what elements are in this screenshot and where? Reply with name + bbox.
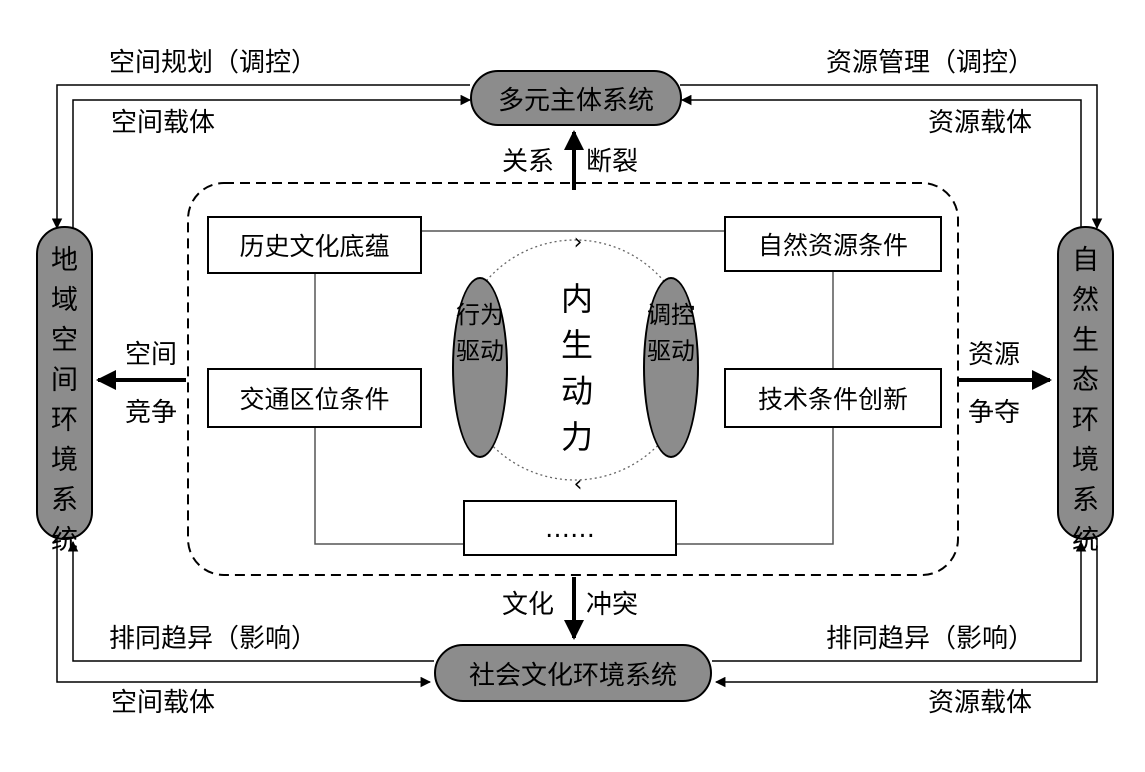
- factor-location: 交通区位条件: [207, 368, 422, 428]
- factor-more: ……: [463, 500, 677, 556]
- flow-line-bl-outer: [56, 538, 432, 688]
- label-br-inner: 排同趋异（影响）: [826, 624, 1035, 654]
- label-br-outer: 资源载体: [928, 688, 1033, 718]
- factor-tech-label: 技术条件创新: [757, 385, 908, 414]
- core-driving-force: 内生动力: [560, 280, 593, 456]
- label-down-left: 文化: [502, 590, 555, 620]
- bottom-system-node: 社会文化环境系统: [434, 644, 712, 702]
- factor-tech: 技术条件创新: [724, 368, 942, 428]
- label-up-right: 断裂: [586, 147, 639, 177]
- right-system-node: 自然生态环境系统: [1057, 226, 1114, 556]
- factor-location-label: 交通区位条件: [239, 385, 390, 414]
- label-right-top: 资源: [968, 340, 1021, 370]
- label-tl-inner: 空间载体: [111, 108, 216, 138]
- flow-line-tl-outer: [51, 84, 470, 230]
- factor-history-label: 历史文化底蕴: [239, 232, 390, 261]
- label-bl-inner: 排同趋异（影响）: [109, 624, 318, 654]
- right-system-label: 自然生态环境系统: [1072, 245, 1099, 556]
- factor-nature-label: 自然资源条件: [757, 231, 908, 260]
- svg-text:‹: ‹: [574, 472, 583, 497]
- behavior-driver-ellipse: 行为驱动: [452, 277, 508, 458]
- label-tr-inner: 资源载体: [928, 108, 1033, 138]
- label-left-top: 空间: [125, 340, 178, 370]
- flow-line-tl-inner: [72, 94, 472, 232]
- regulation-driver-ellipse: 调控驱动: [643, 277, 699, 458]
- left-system-label: 地域空间环境系统: [51, 245, 78, 556]
- label-tl-outer: 空间规划（调控）: [109, 48, 318, 78]
- svg-text:›: ›: [574, 230, 583, 255]
- flow-line-br-outer: [714, 538, 1098, 688]
- top-system-label: 多元主体系统: [497, 85, 654, 116]
- flow-line-br-inner: [712, 540, 1087, 662]
- label-left-bottom: 竞争: [125, 398, 178, 428]
- regulation-driver-label: 调控驱动: [647, 301, 695, 365]
- left-system-node: 地域空间环境系统: [36, 226, 93, 556]
- flow-line-tr-inner: [680, 94, 1082, 232]
- behavior-driver-label: 行为驱动: [456, 301, 504, 365]
- label-up-left: 关系: [502, 147, 555, 177]
- flow-line-bl-inner: [67, 540, 434, 662]
- label-tr-outer: 资源管理（调控）: [826, 48, 1035, 78]
- factor-history: 历史文化底蕴: [207, 216, 422, 274]
- bottom-system-label: 社会文化环境系统: [468, 660, 677, 691]
- top-system-node: 多元主体系统: [470, 70, 682, 126]
- label-down-right: 冲突: [586, 590, 639, 620]
- flow-line-tr-outer: [680, 84, 1103, 230]
- label-bl-outer: 空间载体: [111, 688, 216, 718]
- factor-nature: 自然资源条件: [724, 216, 942, 272]
- factor-more-label: ……: [545, 513, 595, 543]
- label-right-bottom: 争夺: [968, 398, 1021, 428]
